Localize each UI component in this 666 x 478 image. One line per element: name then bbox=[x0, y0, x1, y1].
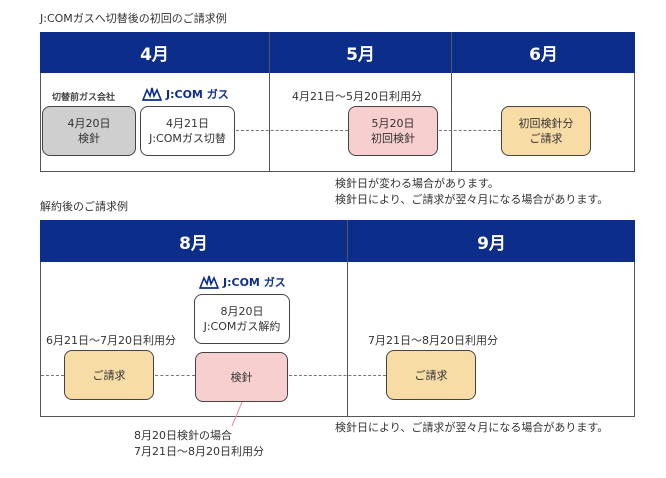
box-line: J:COMガス切替 bbox=[149, 132, 226, 145]
flame-logo-icon bbox=[199, 275, 219, 289]
section1-notes: 検針日が変わる場合があります。 検針日により、ご請求が翌々月になる場合があります… bbox=[335, 176, 608, 208]
reading-box: 検針 bbox=[195, 352, 288, 402]
box-line: 8月20日 bbox=[220, 305, 264, 318]
section1-title: J:COMガスへ切替後の初回のご請求例 bbox=[40, 12, 227, 25]
box-line: 初回検針分 bbox=[518, 117, 574, 130]
month-header-april: 4月 bbox=[40, 32, 269, 73]
note-line: 検針日が変わる場合があります。 bbox=[335, 177, 499, 190]
callout-line: 7月21日～8月20日利用分 bbox=[134, 445, 264, 458]
callout-pointer bbox=[231, 402, 243, 427]
usage-period-line bbox=[236, 130, 348, 131]
box-line: 検針 bbox=[78, 132, 100, 145]
section2-note: 検針日により、ご請求が翌々月になる場合があります。 bbox=[335, 421, 609, 434]
billing-line bbox=[289, 375, 386, 376]
box-line: 4月21日 bbox=[166, 117, 209, 130]
logo-text: J:COM ガス bbox=[166, 88, 229, 101]
month-header-september: 9月 bbox=[348, 220, 635, 262]
cancel-box: 8月20日 J:COMガス解約 bbox=[194, 294, 290, 344]
box-line: J:COMガス解約 bbox=[203, 320, 281, 333]
bill-box-2: ご請求 bbox=[386, 350, 476, 400]
billing-line bbox=[41, 375, 64, 376]
month-divider bbox=[269, 32, 270, 172]
logo-text: J:COM ガス bbox=[223, 276, 286, 289]
jcom-gas-logo: J:COM ガス bbox=[199, 274, 286, 290]
jcom-gas-logo: J:COM ガス bbox=[142, 86, 229, 102]
box-line: 4月20日 bbox=[67, 117, 111, 130]
month-header-june: 6月 bbox=[452, 32, 635, 73]
section2-title: 解約後のご請求例 bbox=[40, 200, 128, 213]
callout-text: 8月20日検針の場合 7月21日～8月20日利用分 bbox=[134, 428, 264, 460]
first-bill-box: 初回検針分 ご請求 bbox=[501, 106, 591, 156]
usage-range-label: 6月21日～7月20日利用分 bbox=[46, 334, 176, 347]
note-line: 検針日により、ご請求が翌々月になる場合があります。 bbox=[335, 193, 609, 206]
switch-box: 4月21日 J:COMガス切替 bbox=[140, 106, 235, 156]
callout-line: 8月20日検針の場合 bbox=[134, 429, 232, 442]
usage-range-label: 4月21日～5月20日利用分 bbox=[292, 90, 422, 103]
billing-line bbox=[439, 130, 501, 131]
month-header-august: 8月 bbox=[40, 220, 347, 262]
box-line: 5月20日 bbox=[371, 117, 415, 130]
previous-company-label: 切替前ガス会社 bbox=[52, 93, 116, 103]
month-divider bbox=[347, 220, 348, 417]
month-header-may: 5月 bbox=[270, 32, 451, 73]
first-reading-box: 5月20日 初回検針 bbox=[348, 106, 438, 156]
box-line: ご請求 bbox=[529, 132, 563, 145]
box-line: 初回検針 bbox=[371, 132, 415, 145]
month-divider bbox=[451, 32, 452, 172]
usage-period-line bbox=[155, 375, 195, 376]
prev-reading-box: 4月20日 検針 bbox=[42, 106, 136, 156]
bill-box-1: ご請求 bbox=[64, 350, 154, 400]
flame-logo-icon bbox=[142, 87, 162, 101]
usage-range-label: 7月21日～8月20日利用分 bbox=[368, 334, 498, 347]
